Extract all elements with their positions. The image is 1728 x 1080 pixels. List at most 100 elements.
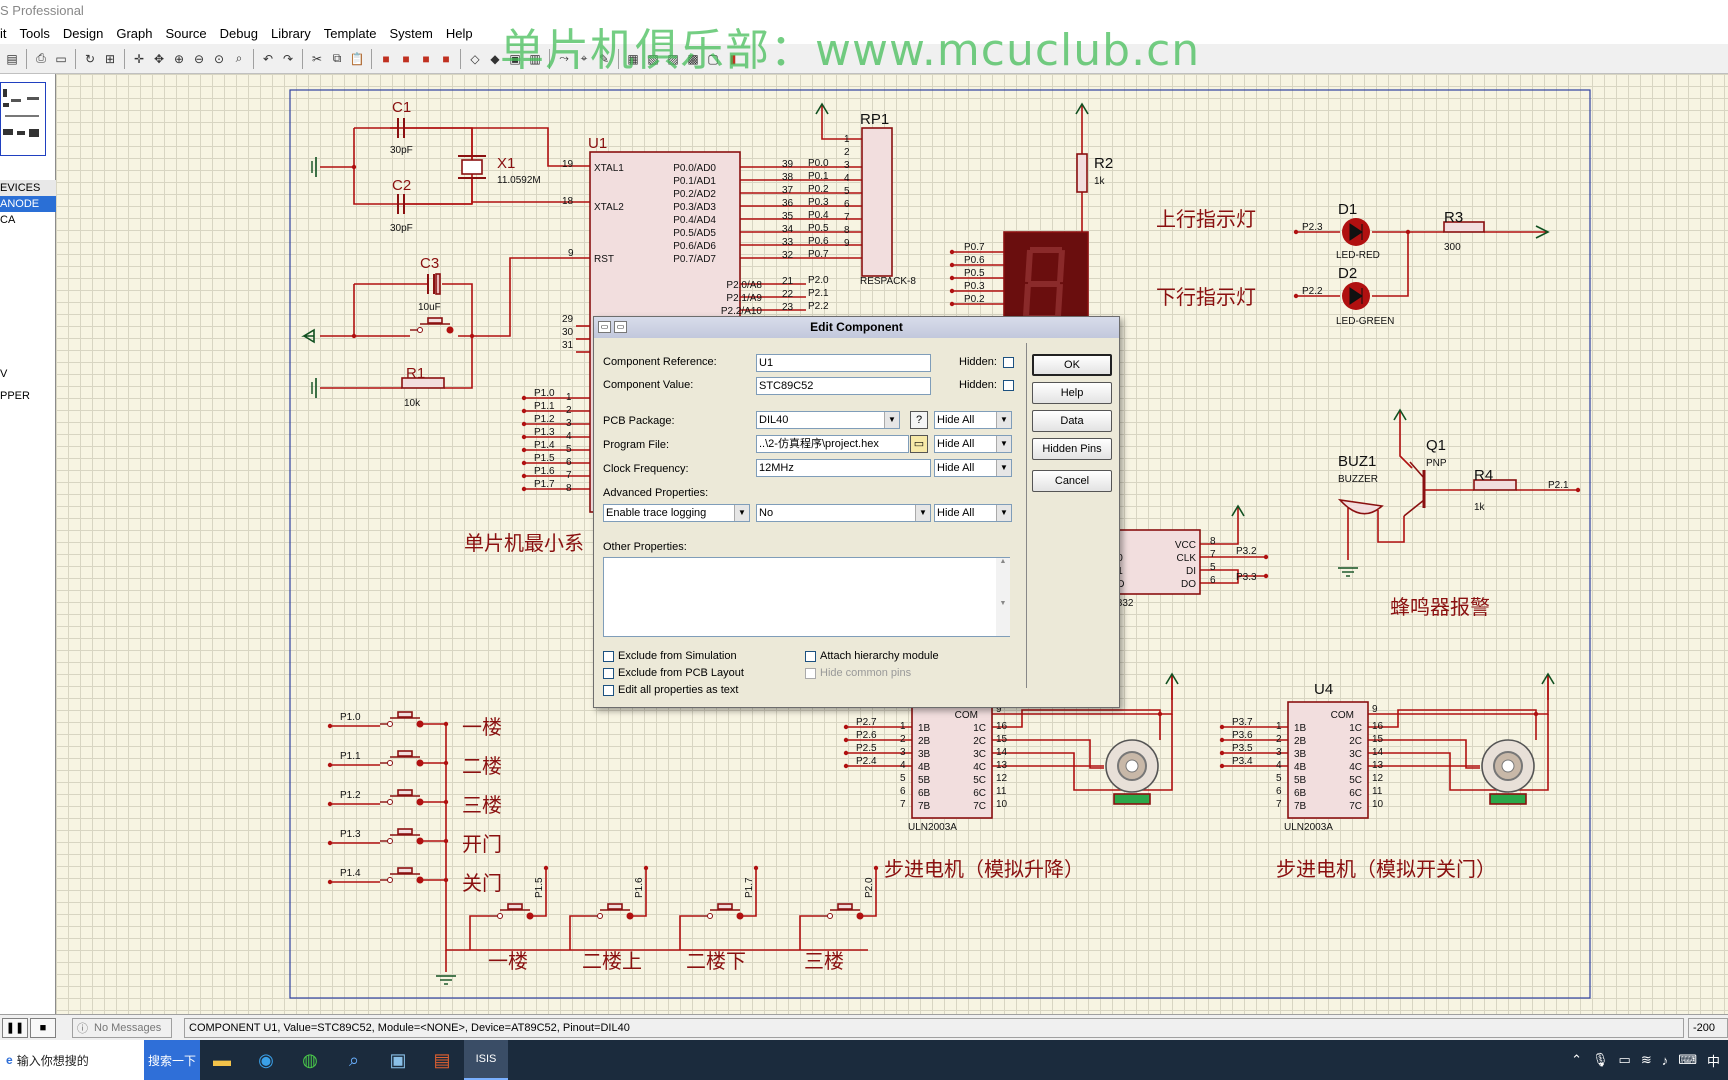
photo-icon[interactable]: ▣ xyxy=(389,1049,407,1070)
dialog-restore-icon[interactable]: ▭ xyxy=(614,321,627,333)
help-button[interactable]: Help xyxy=(1032,382,1112,404)
menu-debug[interactable]: Debug xyxy=(219,25,258,41)
copy-icon[interactable]: ▤ xyxy=(6,51,18,66)
cancel-button[interactable]: Cancel xyxy=(1032,470,1112,492)
pcb-help-button[interactable]: ? xyxy=(910,411,928,429)
erc-icon[interactable]: ▢ xyxy=(707,51,719,66)
folder-icon[interactable]: ▬ xyxy=(213,1049,231,1070)
microphone-icon[interactable]: 🎙 xyxy=(1592,1052,1609,1067)
chevron-down-icon[interactable]: ▼ xyxy=(996,505,1011,521)
zoom-all-icon[interactable]: ⊙ xyxy=(213,51,225,66)
menu-help[interactable]: Help xyxy=(445,25,473,41)
menu-design[interactable]: Design xyxy=(62,25,104,41)
redo-icon[interactable]: ↷ xyxy=(282,51,294,66)
exclude-pcb-checkbox[interactable] xyxy=(603,668,614,679)
pan-icon[interactable]: ✥ xyxy=(153,51,165,66)
wifi-icon[interactable]: ≋ xyxy=(1640,1052,1652,1067)
menu-source[interactable]: Source xyxy=(165,25,207,41)
ok-button[interactable]: OK xyxy=(1032,354,1112,376)
zoom-out-icon[interactable]: ⊖ xyxy=(193,51,205,66)
menu-graph[interactable]: Graph xyxy=(116,25,153,41)
clock-frequency-field[interactable]: 12MHz xyxy=(756,459,931,477)
cut-icon[interactable]: ✂ xyxy=(311,51,323,66)
block-move-icon[interactable]: ■ xyxy=(402,51,410,66)
search-tag-icon[interactable]: ⌖ xyxy=(580,51,588,65)
copy-clip-icon[interactable]: ⧉ xyxy=(332,51,342,65)
program-visibility-select[interactable]: Hide All ▼ xyxy=(934,435,1012,453)
advanced-value-select[interactable]: No ▼ xyxy=(756,504,931,522)
menu-template[interactable]: Template xyxy=(323,25,377,41)
print-icon[interactable]: ⎙ xyxy=(36,51,46,65)
program-file-field[interactable]: ..\2-仿真程序\project.hex xyxy=(756,435,909,453)
package-icon[interactable]: ▣ xyxy=(509,51,521,66)
ppt-icon[interactable]: ▤ xyxy=(433,1049,451,1070)
wire-autorouter-icon[interactable]: ⤳ xyxy=(559,51,569,65)
menu-edit[interactable]: it xyxy=(0,25,7,41)
device-item[interactable]: PPER xyxy=(0,390,30,402)
bom-icon[interactable]: ▩ xyxy=(687,51,699,66)
value-field[interactable]: STC89C52 xyxy=(756,377,931,395)
chevron-down-icon[interactable]: ▼ xyxy=(884,412,899,428)
attach-hierarchy-checkbox[interactable] xyxy=(805,651,816,662)
block-copy-icon[interactable]: ■ xyxy=(382,51,390,66)
other-properties-textarea[interactable] xyxy=(603,557,1010,637)
chevron-up-icon[interactable]: ⌃ xyxy=(1571,1052,1582,1067)
netlist-icon[interactable]: ▮ xyxy=(729,51,737,66)
data-button[interactable]: Data xyxy=(1032,410,1112,432)
reference-field[interactable]: U1 xyxy=(756,354,931,372)
device-item[interactable]: ANODE xyxy=(0,196,56,212)
green-app-icon[interactable]: ◍ xyxy=(302,1049,318,1070)
battery-icon[interactable]: ▭ xyxy=(1618,1052,1631,1067)
exclude-simulation-checkbox[interactable] xyxy=(603,651,614,662)
reference-hidden-checkbox[interactable] xyxy=(1003,357,1014,368)
exit-parent-icon[interactable]: ▨ xyxy=(667,51,679,66)
advanced-property-select[interactable]: Enable trace logging ▼ xyxy=(603,504,750,522)
undo-icon[interactable]: ↶ xyxy=(262,51,274,66)
stop-button[interactable]: ■ xyxy=(30,1017,56,1038)
zoom-in-icon[interactable]: ⊕ xyxy=(173,51,185,66)
pcb-package-select[interactable]: DIL40 ▼ xyxy=(756,411,900,429)
pause-button[interactable]: ❚❚ xyxy=(2,1017,28,1038)
hidden-pins-button[interactable]: Hidden Pins xyxy=(1032,438,1112,460)
edge-icon[interactable]: ◉ xyxy=(258,1049,274,1070)
dialog-system-icon[interactable]: ▭ xyxy=(598,321,611,333)
chevron-down-icon[interactable]: ▼ xyxy=(996,412,1011,428)
pick-device-icon[interactable]: ◇ xyxy=(470,51,480,66)
remove-sheet-icon[interactable]: ▧ xyxy=(647,51,659,66)
grid-icon[interactable]: ⊞ xyxy=(104,51,116,66)
edit-as-text-checkbox[interactable] xyxy=(603,685,614,696)
device-item[interactable]: CA xyxy=(0,214,16,226)
device-item[interactable]: V xyxy=(0,368,8,380)
chevron-down-icon[interactable]: ▼ xyxy=(915,505,930,521)
menu-system[interactable]: System xyxy=(389,25,433,41)
origin-icon[interactable]: ✛ xyxy=(133,51,145,66)
zoom-area-icon[interactable]: ⌕ xyxy=(235,51,243,65)
block-delete-icon[interactable]: ■ xyxy=(442,51,450,66)
value-hidden-checkbox[interactable] xyxy=(1003,380,1014,391)
page-icon[interactable]: ▭ xyxy=(55,51,67,66)
chevron-down-icon[interactable]: ▼ xyxy=(734,505,749,521)
input-language[interactable]: 中 xyxy=(1706,1053,1720,1069)
property-tool-icon[interactable]: ✎ xyxy=(598,51,610,66)
menu-tools[interactable]: Tools xyxy=(19,25,50,41)
volume-icon[interactable]: ♪ xyxy=(1661,1052,1669,1068)
advanced-visibility-select[interactable]: Hide All ▼ xyxy=(934,504,1012,522)
overview-window[interactable] xyxy=(0,82,46,156)
sheet-icon[interactable]: ▦ xyxy=(627,51,639,66)
pcb-visibility-select[interactable]: Hide All ▼ xyxy=(934,411,1012,429)
properties-scrollbar[interactable]: ▲▼ xyxy=(996,558,1010,636)
decompose-icon[interactable]: ▥ xyxy=(529,51,541,66)
taskbar-search-box[interactable]: e 输入你想搜的 xyxy=(0,1040,144,1080)
chevron-down-icon[interactable]: ▼ xyxy=(996,436,1011,452)
menu-library[interactable]: Library xyxy=(270,25,311,41)
messages-area[interactable]: ⓘ No Messages xyxy=(72,1017,172,1038)
block-rotate-icon[interactable]: ■ xyxy=(422,51,430,66)
hide-common-pins-checkbox[interactable] xyxy=(805,668,816,679)
keyboard-icon[interactable]: ⌨ xyxy=(1678,1052,1697,1067)
isis-icon[interactable]: ISIS xyxy=(464,1040,508,1080)
paste-icon[interactable]: 📋 xyxy=(349,51,365,66)
search-app-icon[interactable]: ⌕ xyxy=(348,1049,360,1070)
make-device-icon[interactable]: ◆ xyxy=(490,51,500,66)
clock-visibility-select[interactable]: Hide All ▼ xyxy=(934,459,1012,477)
chevron-down-icon[interactable]: ▼ xyxy=(996,460,1011,476)
